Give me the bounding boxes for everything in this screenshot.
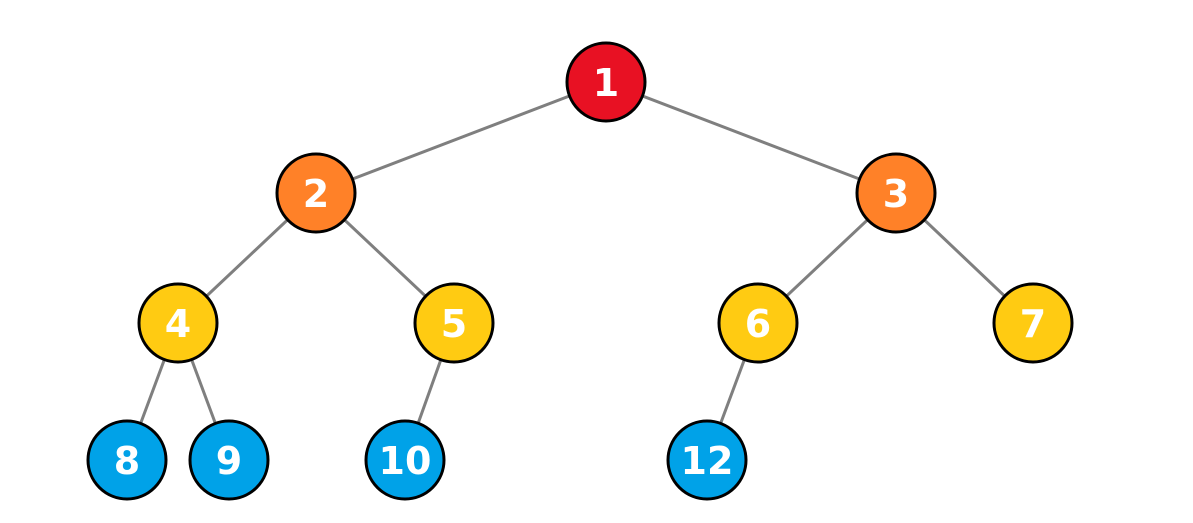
edge-1-3: [604, 80, 898, 195]
node-circle-2: [275, 152, 357, 234]
node-label-12: 12: [681, 439, 734, 483]
node-label-7: 7: [1020, 302, 1046, 346]
node-circle-9: [188, 419, 270, 501]
edge-1-2: [314, 80, 608, 195]
tree-node-10: 10: [364, 419, 446, 501]
node-circle-4: [137, 282, 219, 364]
node-circle-7: [992, 282, 1074, 364]
node-label-8: 8: [114, 439, 140, 483]
tree-node-6: 6: [717, 282, 799, 364]
tree-node-1: 1: [565, 41, 647, 123]
tree-node-8: 8: [86, 419, 168, 501]
node-label-10: 10: [379, 439, 432, 483]
node-label-3: 3: [883, 172, 909, 216]
node-circle-5: [413, 282, 495, 364]
node-circle-1: [565, 41, 647, 123]
node-circle-3: [855, 152, 937, 234]
tree-node-4: 4: [137, 282, 219, 364]
tree-node-9: 9: [188, 419, 270, 501]
node-label-6: 6: [745, 302, 771, 346]
node-circle-6: [717, 282, 799, 364]
tree-node-7: 7: [992, 282, 1074, 364]
node-label-9: 9: [216, 439, 242, 483]
node-circle-12: [666, 419, 748, 501]
node-label-1: 1: [593, 61, 619, 105]
tree-node-5: 5: [413, 282, 495, 364]
tree-node-2: 2: [275, 152, 357, 234]
node-circle-8: [86, 419, 168, 501]
node-label-5: 5: [441, 302, 467, 346]
node-label-4: 4: [165, 302, 191, 346]
tree-node-3: 3: [855, 152, 937, 234]
node-circle-10: [364, 419, 446, 501]
tree-edges: [125, 80, 1035, 462]
tree-node-12: 12: [666, 419, 748, 501]
node-label-2: 2: [303, 172, 329, 216]
